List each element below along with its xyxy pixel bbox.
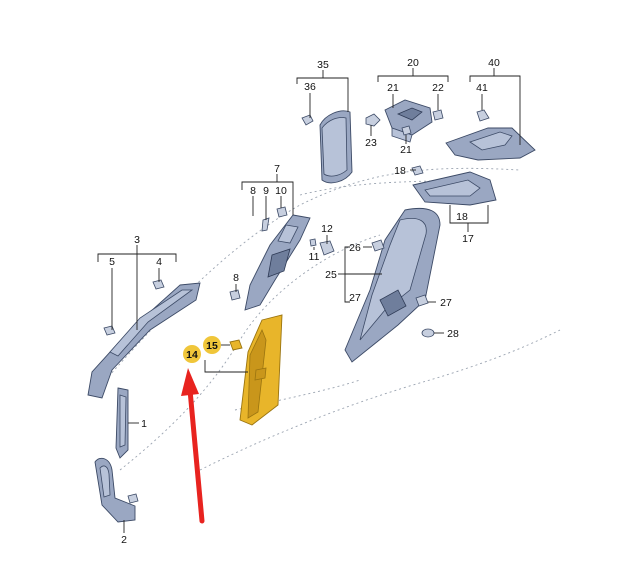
label-36: 36	[304, 81, 316, 93]
label-41: 41	[476, 82, 488, 94]
part-15-clip-highlighted	[229, 339, 243, 351]
part-18-clip	[411, 165, 424, 176]
label-17: 17	[462, 233, 474, 245]
label-25: 25	[325, 269, 337, 281]
label-35: 35	[317, 59, 329, 71]
label-21-top: 21	[387, 82, 399, 94]
part-1-trim	[115, 387, 129, 459]
label-28: 28	[447, 328, 459, 340]
part-41-clip	[476, 109, 490, 122]
part-12-11-clip	[309, 238, 335, 256]
label-15: 15	[206, 340, 218, 352]
part-10-clip	[276, 206, 288, 218]
part-27-clip	[415, 294, 429, 307]
label-7: 7	[274, 163, 280, 175]
part-20-bracket	[384, 99, 433, 143]
label-27-left: 27	[349, 292, 361, 304]
part-26-clip	[371, 239, 385, 252]
label-14: 14	[186, 349, 198, 361]
part-5-clip	[103, 325, 116, 336]
part-23-clip	[365, 113, 381, 127]
label-8-bottom: 8	[233, 272, 239, 284]
label-10: 10	[275, 185, 287, 197]
part-21-clip	[401, 125, 412, 136]
label-21-bottom: 21	[400, 144, 412, 156]
part-7-trim	[244, 214, 311, 311]
part-17-trim	[412, 171, 497, 206]
label-23: 23	[365, 137, 377, 149]
part-36-clip	[301, 114, 314, 126]
label-1: 1	[141, 418, 147, 430]
part-4-clip	[152, 279, 165, 290]
label-11: 11	[309, 251, 320, 263]
part-2-trim	[94, 457, 139, 523]
label-8-top: 8	[250, 185, 256, 197]
label-4: 4	[156, 256, 162, 268]
label-22: 22	[432, 82, 444, 94]
part-28-clip	[421, 328, 435, 338]
label-2: 2	[121, 534, 127, 546]
label-20: 20	[407, 57, 419, 69]
badge-15	[203, 336, 221, 354]
badge-14	[183, 345, 201, 363]
label-9: 9	[263, 185, 269, 197]
label-3: 3	[134, 234, 140, 246]
part-14-trim-highlighted	[239, 314, 283, 426]
part-8-clip-upper	[229, 289, 241, 301]
part-22-clip	[432, 109, 444, 121]
label-5: 5	[109, 256, 115, 268]
part-numbers: 35 36 20 21 22 23 21 40 41 18 18 17 7 8 …	[109, 57, 500, 546]
part-3-trim	[87, 282, 201, 399]
leader-lines	[97, 68, 521, 533]
label-18-bottom: 18	[456, 211, 468, 223]
label-12: 12	[321, 223, 333, 235]
part-40-trim	[445, 127, 536, 161]
part-25-trim	[344, 207, 441, 363]
part-35-panel	[319, 110, 353, 184]
label-40: 40	[488, 57, 500, 69]
red-arrow	[181, 368, 205, 524]
highlight-badges	[183, 336, 221, 363]
label-18-top: 18	[394, 165, 406, 177]
label-27-right: 27	[440, 297, 452, 309]
part-9-clip	[261, 217, 270, 232]
label-26: 26	[349, 242, 361, 254]
